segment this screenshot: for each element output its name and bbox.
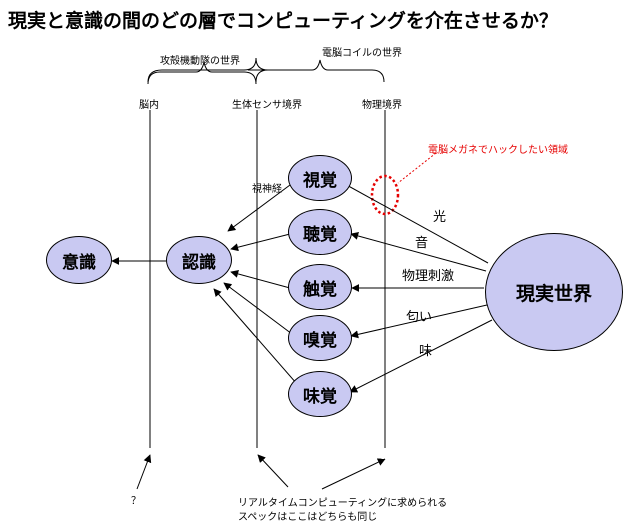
arrow-light-to-sight — [342, 182, 489, 264]
arrow-touch-to-recognition — [230, 270, 291, 289]
arrow-odor-to-smell — [350, 304, 488, 339]
brace-ghost-shape — [147, 61, 257, 85]
stimulus-flavor: 味 — [419, 344, 433, 359]
node-reality: 現実世界 — [485, 233, 623, 351]
node-recognition: 認識 — [166, 236, 232, 284]
stimulus-physical: 物理刺激 — [402, 269, 455, 284]
arrow-flavor-to-taste — [349, 319, 493, 393]
stimulus-light: 光 — [433, 210, 447, 225]
node-consciousness: 意識 — [46, 236, 112, 284]
arrow-sight-to-recognition — [227, 184, 291, 232]
node-hearing: 聴覚 — [288, 209, 352, 255]
stimulus-sound: 音 — [415, 236, 429, 251]
hack-zone-annotation: 電脳メガネでハックしたい領域 — [428, 145, 568, 156]
brace-label-dennou: 電脳コイルの世界 — [322, 48, 402, 59]
arrow-taste-to-recognition — [213, 288, 298, 385]
hack-zone-marker — [370, 174, 400, 216]
page-title: 現実と意識の間のどの層でコンピューティングを介在させるか？ — [8, 10, 558, 32]
boundary-label-sensor: 生体センサ境界 — [232, 100, 302, 111]
node-smell: 嗅覚 — [288, 315, 352, 361]
node-touch: 触覚 — [288, 264, 352, 310]
stimulus-odor: 匂い — [406, 310, 433, 325]
arrow-spec-sensor — [257, 454, 289, 488]
arrow-question — [136, 454, 152, 490]
brace-dennou-shape — [255, 59, 385, 83]
arrow-spec-physical — [321, 458, 386, 490]
annotation-leader — [397, 152, 437, 184]
brace-ghost — [147, 57, 269, 83]
spec-note-line1: リアルタイムコンピューティングに求められる — [238, 498, 448, 509]
spec-note-line2: スペックはここはどちらも同じ — [238, 512, 378, 523]
node-taste: 味覚 — [288, 371, 352, 417]
node-sight: 視覚 — [288, 155, 352, 201]
optic-nerve-label: 視神経 — [252, 184, 282, 195]
question-mark: ？ — [131, 496, 141, 507]
arrow-smell-to-recognition — [223, 282, 293, 335]
boundary-label-physical: 物理境界 — [362, 100, 402, 111]
arrow-hearing-to-recognition — [230, 233, 291, 252]
arrow-sound-to-hearing — [350, 232, 487, 272]
boundary-label-brain: 脳内 — [139, 100, 159, 111]
brace-label-ghost: 攻殻機動隊の世界 — [160, 56, 240, 67]
